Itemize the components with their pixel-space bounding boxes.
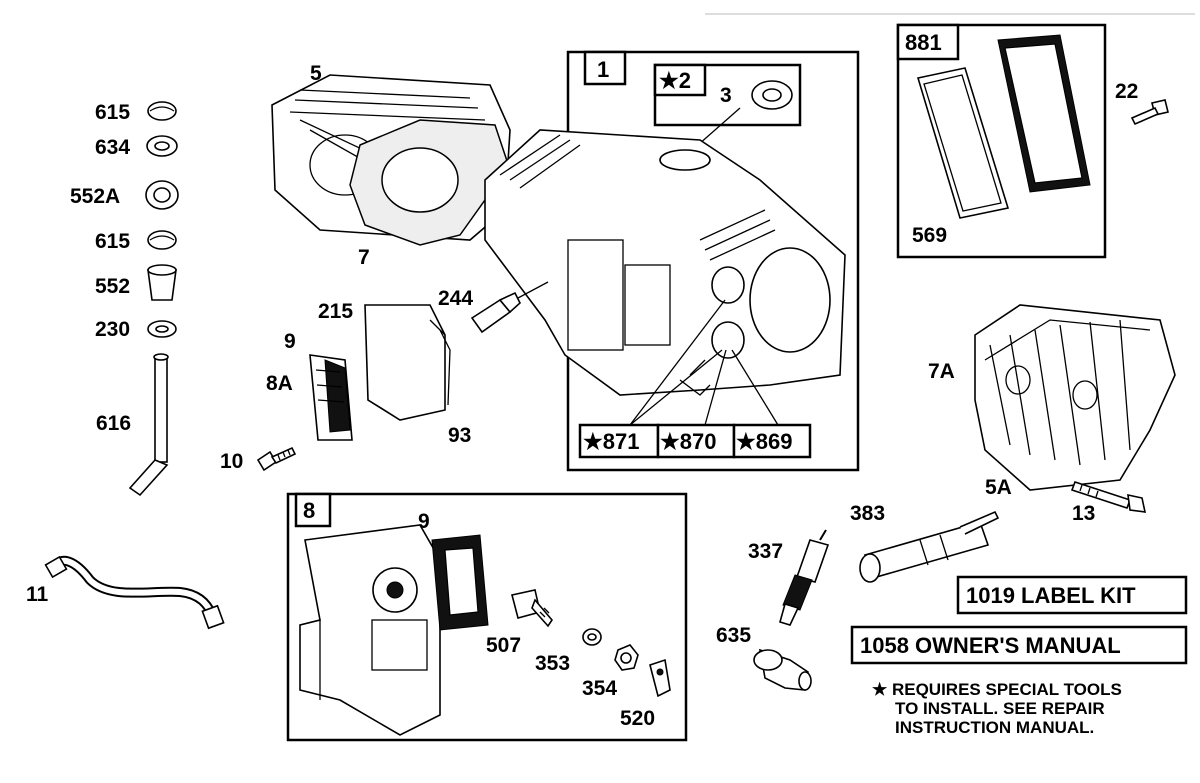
part-10-bolt <box>256 446 297 472</box>
part-354-nut <box>614 644 639 671</box>
label-244: 244 <box>438 287 473 310</box>
label-881: 881 <box>905 30 942 55</box>
part-616-dipstick-tube <box>128 353 169 497</box>
leader-871b <box>629 349 723 426</box>
label-552a: 552A <box>70 185 120 208</box>
label-1: 1 <box>597 57 609 82</box>
label-7: 7 <box>358 246 370 269</box>
label-869: ★869 <box>736 429 792 454</box>
label-615: 615 <box>95 101 130 124</box>
part-552-seal <box>147 264 177 301</box>
label-93: 93 <box>448 424 471 447</box>
part-569-rocker-gasket <box>997 34 1091 193</box>
part-635-spark-boot <box>753 648 812 691</box>
note-line-1: ★ REQUIRES SPECIAL TOOLS <box>872 680 1122 699</box>
label-615-second: 615 <box>95 230 130 253</box>
part-881-gasket-front <box>916 67 1010 219</box>
part-215-cover-plate <box>364 304 451 421</box>
note-line-2: TO INSTALL. SEE REPAIR <box>895 699 1105 718</box>
box-8-tag <box>294 492 332 528</box>
part-337-spark-plug <box>779 529 830 626</box>
part-507-switch <box>511 589 554 628</box>
part-615-clip <box>147 101 177 121</box>
part-615-clip-2 <box>147 230 177 250</box>
part-520-terminal <box>649 658 671 698</box>
label-634: 634 <box>95 136 130 159</box>
note-line-3: INSTRUCTION MANUAL. <box>895 718 1094 737</box>
part-383-tool <box>859 510 1000 583</box>
engine-block <box>484 129 846 396</box>
part-3-oil-seal <box>751 80 793 110</box>
part-244-fitting <box>470 281 549 334</box>
label-353: 353 <box>535 652 570 675</box>
label-635: 635 <box>716 624 751 647</box>
label-383: 383 <box>850 502 885 525</box>
part-8a-ignition-module <box>309 354 353 441</box>
label-5a: 5A <box>985 476 1012 499</box>
part-634-washer <box>146 135 178 157</box>
label-7a: 7A <box>928 360 955 383</box>
label-11: 11 <box>26 583 49 606</box>
leader-869 <box>731 349 779 426</box>
box-1-tag <box>583 50 627 86</box>
leader-870 <box>704 349 727 426</box>
label-354: 354 <box>582 677 617 700</box>
label-230: 230 <box>95 318 130 341</box>
part-230-washer <box>147 320 177 338</box>
label-9-box8: 9 <box>418 510 430 533</box>
label-520: 520 <box>620 707 655 730</box>
owners-manual-box <box>850 625 1188 665</box>
part-8-blower-housing <box>299 524 441 736</box>
label-22: 22 <box>1115 80 1138 103</box>
label-870: ★870 <box>660 429 716 454</box>
label-3: 3 <box>720 84 732 107</box>
part-7-head-gasket <box>349 119 511 246</box>
label-337: 337 <box>748 540 783 563</box>
label-8a: 8A <box>266 372 293 395</box>
label-kit-text: 1019 LABEL KIT <box>966 583 1136 608</box>
box-869 <box>732 423 812 459</box>
box-871 <box>578 423 660 459</box>
label-507: 507 <box>486 634 521 657</box>
label-2: ★2 <box>659 68 691 93</box>
label-552: 552 <box>95 275 130 298</box>
label-871: ★871 <box>583 429 639 454</box>
leader-871 <box>629 299 726 426</box>
owners-manual-text: 1058 OWNER'S MANUAL <box>860 633 1121 658</box>
part-552a-bushing <box>145 180 179 210</box>
label-kit-box <box>956 575 1188 615</box>
part-9-module-inset <box>431 534 489 631</box>
box-2-tag <box>653 63 707 97</box>
part-11-breather-tube <box>44 555 225 630</box>
part-13-bolt <box>1070 481 1147 513</box>
label-9: 9 <box>284 330 296 353</box>
label-13: 13 <box>1072 502 1095 525</box>
part-22-screw <box>1130 99 1169 126</box>
label-8: 8 <box>303 498 315 523</box>
box-881-tag <box>896 23 960 61</box>
label-215: 215 <box>318 300 353 323</box>
part-7a-cylinder-head <box>974 304 1176 491</box>
label-616: 616 <box>96 412 131 435</box>
label-10: 10 <box>220 450 243 473</box>
part-353-washer <box>582 628 602 646</box>
label-5: 5 <box>310 62 322 85</box>
label-569: 569 <box>912 224 947 247</box>
